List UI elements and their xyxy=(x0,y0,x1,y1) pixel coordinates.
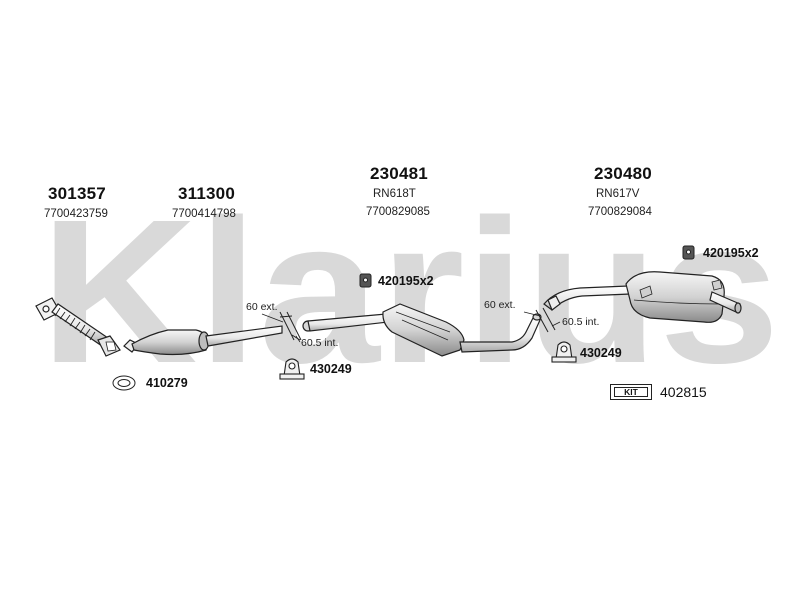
oe-number-311300: 7700414798 xyxy=(172,208,236,220)
ref-number-230480: RN617V xyxy=(596,188,640,200)
kit-number: 402815 xyxy=(660,384,707,400)
clamp-icon xyxy=(551,341,577,363)
gasket-number: 410279 xyxy=(146,376,188,390)
part-number-311300: 311300 xyxy=(178,184,235,203)
hanger-number-centre: 420195x2 xyxy=(378,274,434,288)
ref-number-230481: RN618T xyxy=(373,188,416,200)
rubber-hanger-icon xyxy=(682,245,695,260)
rear-joint-ext-dim: 60 ext. xyxy=(484,299,516,311)
front-flex-pipe-301357 xyxy=(35,297,121,357)
catalytic-converter-311300 xyxy=(123,325,283,356)
centre-silencer-230481 xyxy=(302,303,542,357)
part-number-230480: 230480 xyxy=(594,164,652,183)
front-joint-marker xyxy=(261,311,302,343)
rear-silencer-230480 xyxy=(543,271,742,323)
front-joint-int-dim: 60.5 int. xyxy=(301,337,339,349)
hanger-number-rear: 420195x2 xyxy=(703,246,759,260)
gasket-ring-icon xyxy=(112,375,136,391)
oe-number-230481: 7700829085 xyxy=(366,206,430,218)
kit-box-icon: KIT xyxy=(610,384,652,400)
kit-label: KIT xyxy=(624,387,638,397)
rear-joint-int-dim: 60.5 int. xyxy=(562,316,600,328)
front-joint-ext-dim: 60 ext. xyxy=(246,301,278,313)
rear-joint-marker xyxy=(523,307,561,333)
rubber-hanger-icon xyxy=(359,273,372,288)
clamp-number-front: 430249 xyxy=(310,362,352,376)
clamp-icon xyxy=(279,358,305,380)
part-number-301357: 301357 xyxy=(48,184,106,203)
clamp-number-rear: 430249 xyxy=(580,346,622,360)
part-number-230481: 230481 xyxy=(370,164,428,183)
oe-number-301357: 7700423759 xyxy=(44,208,108,220)
oe-number-230480: 7700829084 xyxy=(588,206,652,218)
